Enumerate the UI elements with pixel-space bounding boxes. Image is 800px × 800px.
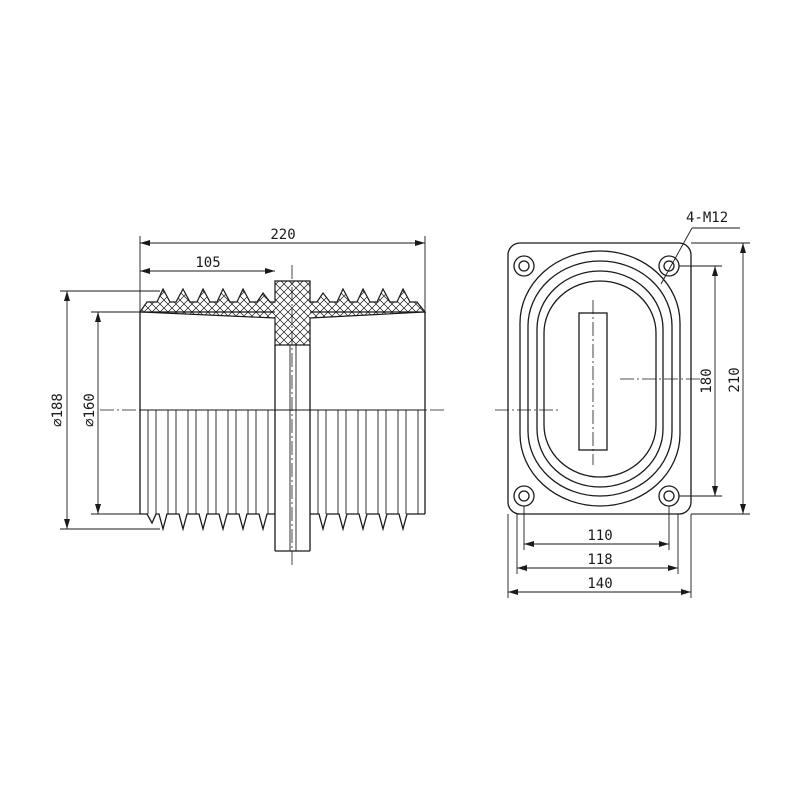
- dim-hole-height: 180: [679, 265, 722, 497]
- dim-180-label: 180: [699, 368, 715, 393]
- bolt-callout: 4-M12: [660, 210, 740, 285]
- bolt-hole-bottom-left: [513, 485, 535, 507]
- dim-220-label: 220: [270, 227, 295, 243]
- dim-flange-height: 210: [691, 242, 750, 515]
- central-flange: [274, 345, 311, 552]
- bolt-callout-label: 4-M12: [686, 210, 728, 226]
- dim-flange-width: 140: [507, 514, 692, 598]
- bolt-hole-bottom-right: [658, 485, 680, 507]
- bottom-sheds: [140, 410, 425, 532]
- dim-slot-width: 110: [523, 506, 670, 550]
- dim-hole-width: 118: [516, 514, 679, 574]
- dim-140-label: 140: [587, 576, 612, 592]
- section-hatch-top: [138, 280, 427, 346]
- seal-ring-3: [536, 270, 664, 488]
- bolt-hole-top-left: [513, 255, 535, 277]
- dim-overall-length: 220: [139, 227, 426, 312]
- bolt-hole-top-right: [658, 255, 680, 277]
- side-view: 220 105 ∅188 ∅160: [50, 227, 445, 565]
- shed-profile-1: [140, 513, 275, 532]
- dim-110-label: 110: [587, 528, 612, 544]
- seal-ring-4: [543, 280, 657, 478]
- shed-profile-2: [310, 513, 425, 532]
- dim-105-label: 105: [195, 255, 220, 271]
- dim-188-label: ∅188: [50, 393, 66, 427]
- dim-inner-diameter: ∅160: [82, 311, 140, 515]
- flange-plate: [507, 242, 692, 515]
- seal-ring-2: [527, 260, 673, 497]
- dim-flange-offset: 105: [140, 255, 275, 274]
- seal-ring-1: [519, 250, 681, 507]
- dim-160-label: ∅160: [82, 393, 98, 427]
- dim-210-label: 210: [727, 367, 743, 392]
- dim-outer-diameter: ∅188: [50, 290, 160, 530]
- front-view: 4-M12 110 118 140: [495, 210, 750, 598]
- dim-118-label: 118: [587, 552, 612, 568]
